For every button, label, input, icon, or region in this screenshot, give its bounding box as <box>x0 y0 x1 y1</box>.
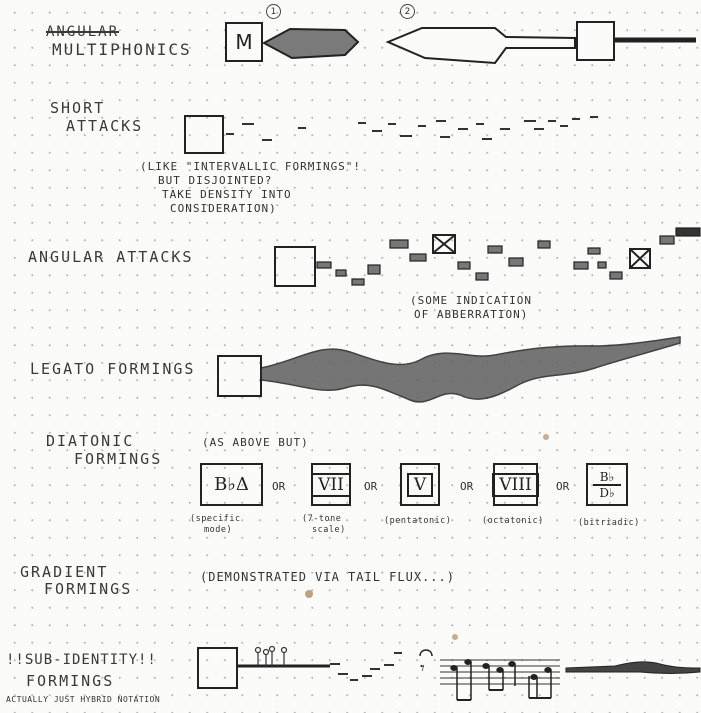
short-attacks-note-1: (LIKE "INTERVALLIC FORMINGS"! <box>140 160 362 173</box>
multiphonic-box-text: M <box>235 30 253 54</box>
sub-identity-label-line2: FORMINGS <box>26 672 115 690</box>
or-1: OR <box>272 480 286 493</box>
multiphonic-box-1: M <box>225 22 263 62</box>
angular-attacks-label: ANGULAR ATTACKS <box>28 248 194 266</box>
multiphonic-tail-1 <box>261 27 360 60</box>
or-3: OR <box>460 480 474 493</box>
struck-label: ANGULAR <box>46 24 120 40</box>
fraction-bar <box>593 483 621 486</box>
fermata <box>419 649 433 657</box>
ink-stain <box>452 634 458 640</box>
short-attacks-note-3: TAKE DENSITY INTO <box>162 188 292 201</box>
version-mark-2: 2 <box>400 4 415 19</box>
diatonic-option-octatonic: VIII <box>492 463 539 506</box>
diatonic-symbol-2: VII <box>311 472 351 497</box>
angular-attacks-box <box>274 246 316 287</box>
diatonic-symbol-4: VIII <box>492 472 539 497</box>
angular-attacks-note-2: OF ABBERRATION) <box>414 308 529 321</box>
angular-attacks-note-1: (SOME INDICATION <box>410 294 532 307</box>
legato-formings-label: LEGATO FORMINGS <box>30 360 196 378</box>
diatonic-option-pentatonic: V <box>400 463 440 506</box>
caption-5: (bitriadic) <box>578 518 640 528</box>
sub-identity-tail <box>565 661 701 674</box>
angular-attack-crossed-boxes <box>432 234 651 269</box>
diatonic-label-line1: DIATONIC <box>46 432 135 450</box>
diatonic-symbol-1: B♭Δ <box>214 474 249 495</box>
caption-2b: scale) <box>312 525 346 535</box>
diatonic-note: (AS ABOVE BUT) <box>202 436 309 449</box>
multiphonic-tail-2 <box>385 27 576 65</box>
caption-3: (pentatonic) <box>384 516 452 526</box>
sub-identity-dashes <box>330 652 402 681</box>
gradient-note: (DEMONSTRATED VIA TAIL FLUX...) <box>200 570 455 584</box>
multiphonics-label: MULTIPHONICS <box>52 40 192 59</box>
sub-identity-box <box>197 647 238 689</box>
music-notes <box>450 659 552 701</box>
diatonic-symbol-5-top: B♭ <box>599 469 615 484</box>
diatonic-option-specific-mode: B♭Δ <box>200 463 263 506</box>
time-signature-icon: 𝄾 <box>420 658 425 679</box>
short-attacks-label-line1: SHORT <box>50 99 106 117</box>
sub-identity-label-line1: !!SUB-IDENTITY!! <box>6 652 157 668</box>
diatonic-label-line2: FORMINGS <box>74 450 163 468</box>
or-4: OR <box>556 480 570 493</box>
short-attacks-box <box>184 115 224 154</box>
multiphonic-box-2 <box>576 21 615 61</box>
legato-box <box>217 355 262 397</box>
legato-tail <box>260 336 681 403</box>
ink-stain <box>543 434 549 440</box>
sub-identity-note: ACTUALLY JUST HYBRID NOTATION <box>6 695 161 704</box>
short-attacks-note-4: CONSIDERATION) <box>170 202 277 215</box>
diatonic-option-bitriadic: B♭ D♭ <box>586 463 628 506</box>
short-attacks-label-line2: ATTACKS <box>66 117 144 135</box>
diatonic-option-7-tone: VII <box>311 463 351 506</box>
caption-1b: mode) <box>204 525 233 535</box>
sub-identity-pins <box>254 645 288 666</box>
angular-attack-blocks <box>316 227 701 286</box>
caption-4: (octatonic) <box>482 516 544 526</box>
caption-1a: (specific <box>190 514 241 524</box>
caption-2a: (7-tone <box>302 514 342 524</box>
ink-stain <box>305 590 313 598</box>
diatonic-symbol-3: V <box>406 472 434 497</box>
short-attack-dashes <box>226 116 598 141</box>
short-attacks-note-2: BUT DISJOINTED? <box>158 174 273 187</box>
gradient-label-line1: GRADIENT <box>20 563 109 581</box>
or-2: OR <box>364 480 378 493</box>
gradient-label-line2: FORMINGS <box>44 580 133 598</box>
version-mark-1: 1 <box>266 4 281 19</box>
diatonic-symbol-5-bottom: D♭ <box>599 485 615 500</box>
